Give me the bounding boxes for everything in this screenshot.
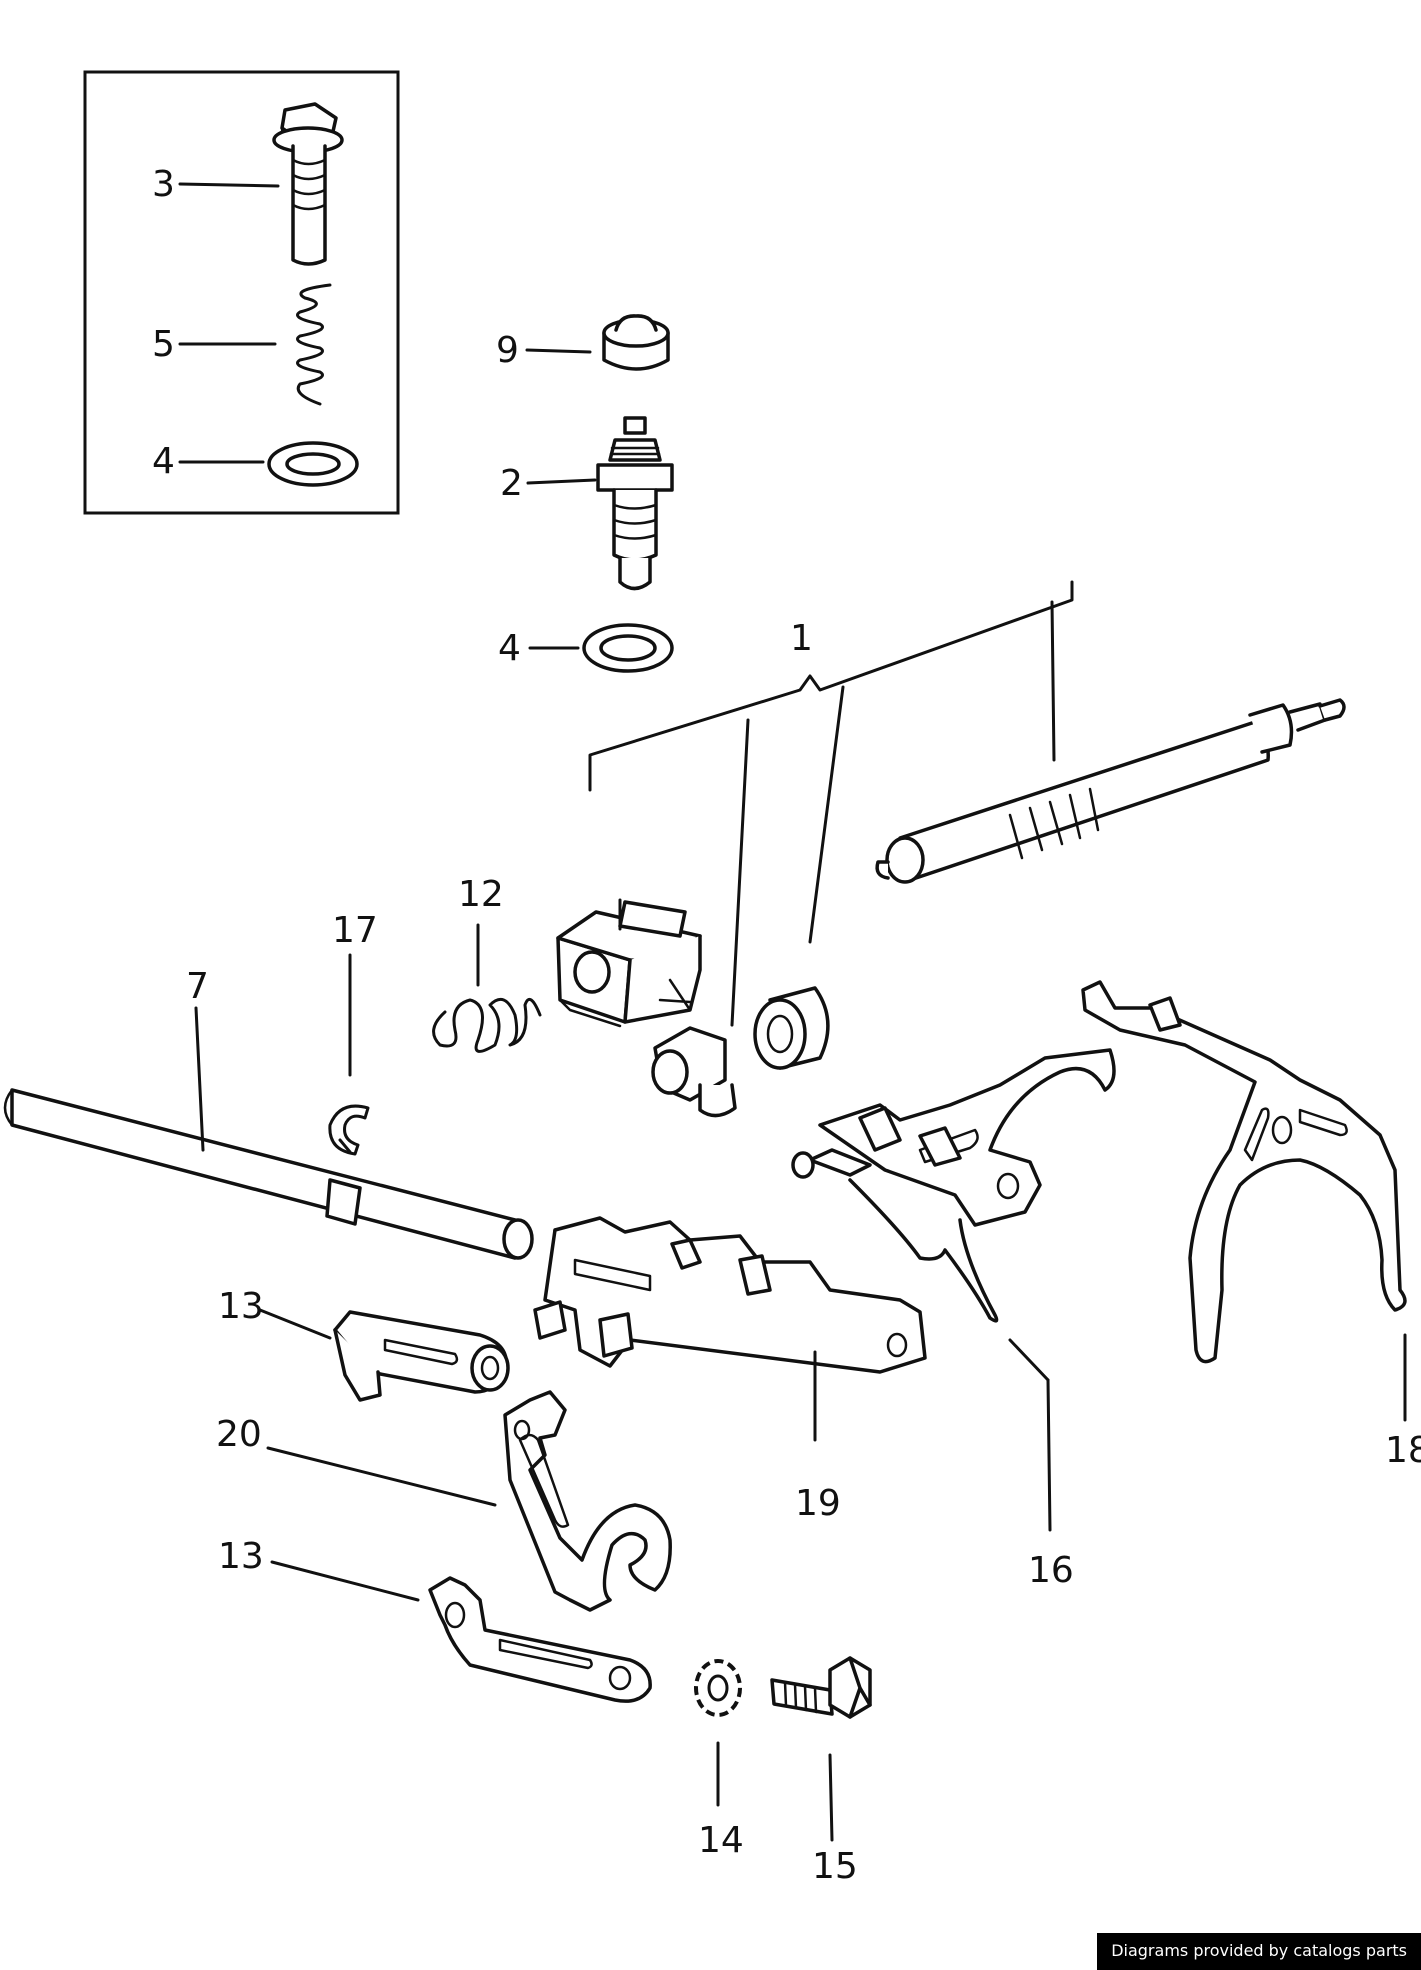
callout-20: 20 bbox=[216, 1414, 262, 1455]
callout-16: 16 bbox=[1028, 1550, 1074, 1591]
part-4-washer bbox=[582, 623, 674, 673]
part-16-fork bbox=[791, 1048, 1116, 1323]
callout-4: 4 bbox=[498, 628, 521, 669]
part-15-bolt bbox=[770, 1656, 872, 1719]
part-1-eccentric bbox=[651, 1026, 737, 1118]
callout-18: 18 bbox=[1385, 1430, 1421, 1471]
part-12-spring bbox=[432, 997, 542, 1053]
part-14-lock-washer bbox=[694, 1659, 742, 1717]
part-4-washer-inset bbox=[267, 441, 359, 487]
callout-5: 5 bbox=[152, 324, 175, 365]
inset-box bbox=[83, 70, 400, 515]
part-13-bracket-upper bbox=[333, 1310, 510, 1402]
credit-banner: Diagrams provided by catalogs parts bbox=[1097, 1933, 1421, 1970]
part-17-circlip bbox=[328, 1104, 370, 1156]
callout-4-inset: 4 bbox=[152, 441, 175, 482]
callout-2: 2 bbox=[500, 463, 523, 504]
part-5-spring bbox=[296, 283, 332, 406]
leader-lines bbox=[178, 182, 1407, 1842]
part-19-fork bbox=[533, 1216, 927, 1374]
callout-15: 15 bbox=[812, 1846, 858, 1887]
part-7-rod bbox=[3, 1088, 534, 1260]
callout-17: 17 bbox=[332, 910, 378, 951]
part-3-bolt bbox=[272, 102, 344, 266]
callout-9: 9 bbox=[496, 330, 519, 371]
part-1-guide-block bbox=[556, 900, 702, 1028]
callout-7: 7 bbox=[186, 966, 209, 1007]
callout-1: 1 bbox=[790, 618, 813, 659]
part-13-bracket-lower bbox=[428, 1576, 652, 1703]
part-18-fork bbox=[1081, 980, 1407, 1364]
part-1-roller bbox=[753, 986, 830, 1070]
part-20-fork bbox=[503, 1390, 672, 1612]
part-1-selector-shaft bbox=[875, 698, 1346, 884]
callout-13-lower: 13 bbox=[218, 1536, 264, 1577]
callout-13-upper: 13 bbox=[218, 1286, 264, 1327]
callout-14: 14 bbox=[698, 1820, 744, 1861]
callout-19: 19 bbox=[795, 1483, 841, 1524]
part-9-cap bbox=[602, 314, 670, 371]
callout-12: 12 bbox=[458, 874, 504, 915]
callout-3: 3 bbox=[152, 164, 175, 205]
part-1-group-bracket bbox=[588, 580, 1074, 792]
part-2-switch bbox=[596, 416, 674, 591]
